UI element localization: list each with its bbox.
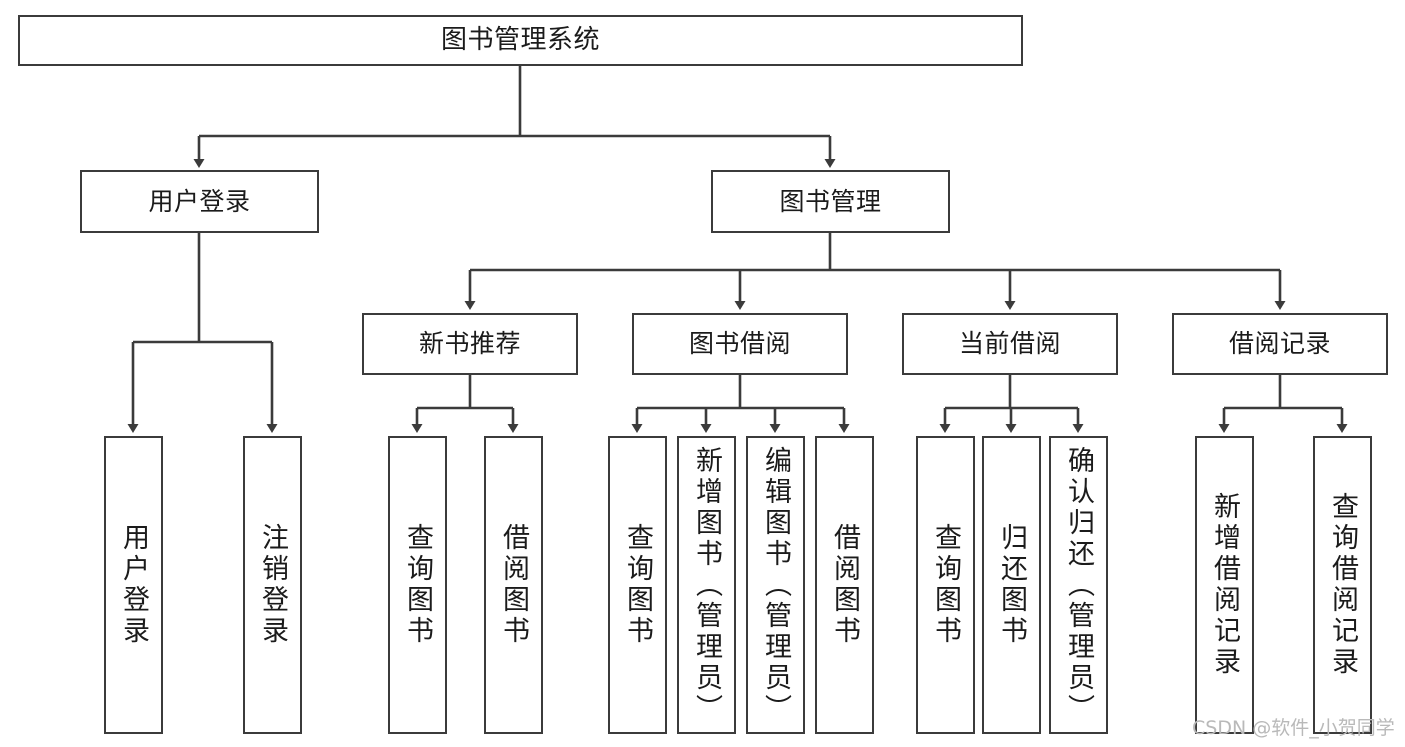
node-label: 查询图书 [930, 523, 961, 647]
leaf-return-book[interactable]: 归还图书 [982, 436, 1041, 734]
node-label: 借阅图书 [829, 523, 860, 647]
node-label: 当前借阅 [958, 329, 1061, 359]
node-label: 用户登录 [148, 186, 251, 216]
leaf-borrow-book-1[interactable]: 借阅图书 [484, 436, 543, 734]
node-label: 新增借阅记录 [1209, 492, 1240, 678]
node-label: 图书借阅 [688, 329, 791, 359]
leaf-confirm-return-admin[interactable]: 确认归还（管理员） [1049, 436, 1108, 734]
leaf-query-book-1[interactable]: 查询图书 [388, 436, 447, 734]
node-current-borrowing[interactable]: 当前借阅 [902, 313, 1118, 375]
node-label: 借阅图书 [498, 523, 529, 647]
node-book-borrowing[interactable]: 图书借阅 [632, 313, 848, 375]
watermark-text: CSDN @软件_小贺同学 [1192, 717, 1395, 739]
leaf-logout[interactable]: 注销登录 [243, 436, 302, 734]
leaf-add-book-admin[interactable]: 新增图书（管理员） [677, 436, 736, 734]
leaf-user-login[interactable]: 用户登录 [104, 436, 163, 734]
node-label: 归还图书 [996, 523, 1027, 647]
node-label: 图书管理系统 [440, 25, 600, 56]
leaf-edit-book-admin[interactable]: 编辑图书（管理员） [746, 436, 805, 734]
node-label: 新书推荐 [418, 329, 521, 359]
node-label: 用户登录 [118, 523, 149, 647]
node-label: 编辑图书（管理员） [760, 445, 791, 725]
leaf-add-borrow-record[interactable]: 新增借阅记录 [1195, 436, 1254, 734]
leaf-query-book-3[interactable]: 查询图书 [916, 436, 975, 734]
node-label: 图书管理 [779, 186, 882, 216]
node-label: 借阅记录 [1228, 329, 1331, 359]
node-borrowing-records[interactable]: 借阅记录 [1172, 313, 1388, 375]
node-new-book-recommendation[interactable]: 新书推荐 [362, 313, 578, 375]
node-label: 注销登录 [257, 523, 288, 647]
leaf-query-borrow-record[interactable]: 查询借阅记录 [1313, 436, 1372, 734]
node-book-management[interactable]: 图书管理 [711, 170, 950, 233]
node-label: 新增图书（管理员） [691, 445, 722, 725]
node-user-login[interactable]: 用户登录 [80, 170, 319, 233]
leaf-borrow-book-2[interactable]: 借阅图书 [815, 436, 874, 734]
node-root-book-management-system[interactable]: 图书管理系统 [18, 15, 1023, 66]
leaf-query-book-2[interactable]: 查询图书 [608, 436, 667, 734]
node-label: 查询图书 [402, 523, 433, 647]
node-label: 查询借阅记录 [1327, 492, 1358, 678]
node-label: 查询图书 [622, 523, 653, 647]
node-label: 确认归还（管理员） [1063, 445, 1094, 725]
